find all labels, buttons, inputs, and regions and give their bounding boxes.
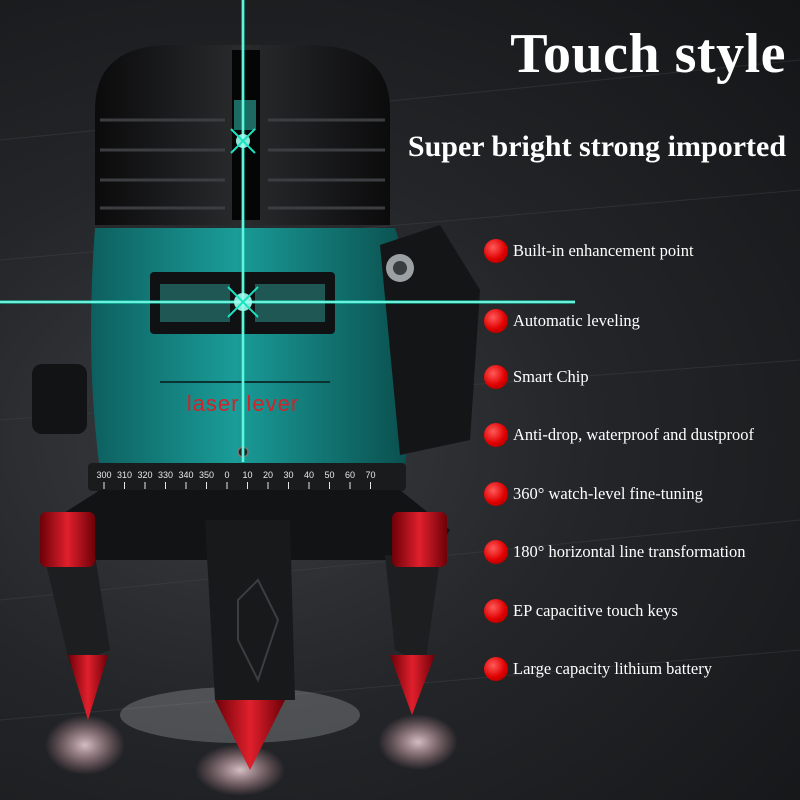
bullet-dot-icon — [484, 239, 508, 263]
feature-list: Built-in enhancement point Automatic lev… — [484, 0, 800, 800]
bullet-dot-icon — [484, 365, 508, 389]
dial-tick-label: 320 — [137, 470, 152, 480]
feature-label: Anti-drop, waterproof and dustproof — [513, 425, 755, 444]
dial-tick-label: 0 — [224, 470, 229, 480]
dial-tick-label: 40 — [304, 470, 314, 480]
feature-label: Large capacity lithium battery — [513, 659, 712, 678]
feature-label: 180° horizontal line transformation — [513, 542, 746, 561]
feature-label: Smart Chip — [513, 367, 589, 386]
feature-label: 360° watch-level fine-tuning — [513, 484, 703, 503]
feature-item: Built-in enhancement point — [484, 237, 694, 265]
feature-item: 180° horizontal line transformation — [484, 538, 746, 566]
dial-tick-label: 310 — [117, 470, 132, 480]
feature-label: Automatic leveling — [513, 311, 640, 330]
dial-tick-label: 60 — [345, 470, 355, 480]
feature-label: Built-in enhancement point — [513, 241, 694, 260]
bullet-dot-icon — [484, 599, 508, 623]
dial-tick-label: 50 — [324, 470, 334, 480]
feature-item: Smart Chip — [484, 363, 589, 391]
bullet-dot-icon — [484, 309, 508, 333]
dial-tick-label: 340 — [178, 470, 193, 480]
feature-item: Automatic leveling — [484, 307, 640, 335]
bullet-dot-icon — [484, 540, 508, 564]
feature-item: EP capacitive touch keys — [484, 597, 678, 625]
dial-tick-label: 20 — [263, 470, 273, 480]
dial-tick-label: 350 — [199, 470, 214, 480]
feature-label: EP capacitive touch keys — [513, 601, 678, 620]
feature-item: Anti-drop, waterproof and dustproof — [484, 421, 754, 449]
headline-title: Touch style — [510, 23, 786, 85]
bullet-dot-icon — [484, 482, 508, 506]
bullet-dot-icon — [484, 657, 508, 681]
feature-item: 360° watch-level fine-tuning — [484, 480, 703, 508]
dial-tick-label: 300 — [96, 470, 111, 480]
bullet-dot-icon — [484, 423, 508, 447]
headline-subtitle: Super bright strong imported — [407, 130, 786, 163]
dial-tick-label: 30 — [283, 470, 293, 480]
dial-tick-label: 70 — [365, 470, 375, 480]
dial-tick-label: 10 — [242, 470, 252, 480]
feature-item: Large capacity lithium battery — [484, 655, 712, 683]
dial-tick-label: 330 — [158, 470, 173, 480]
